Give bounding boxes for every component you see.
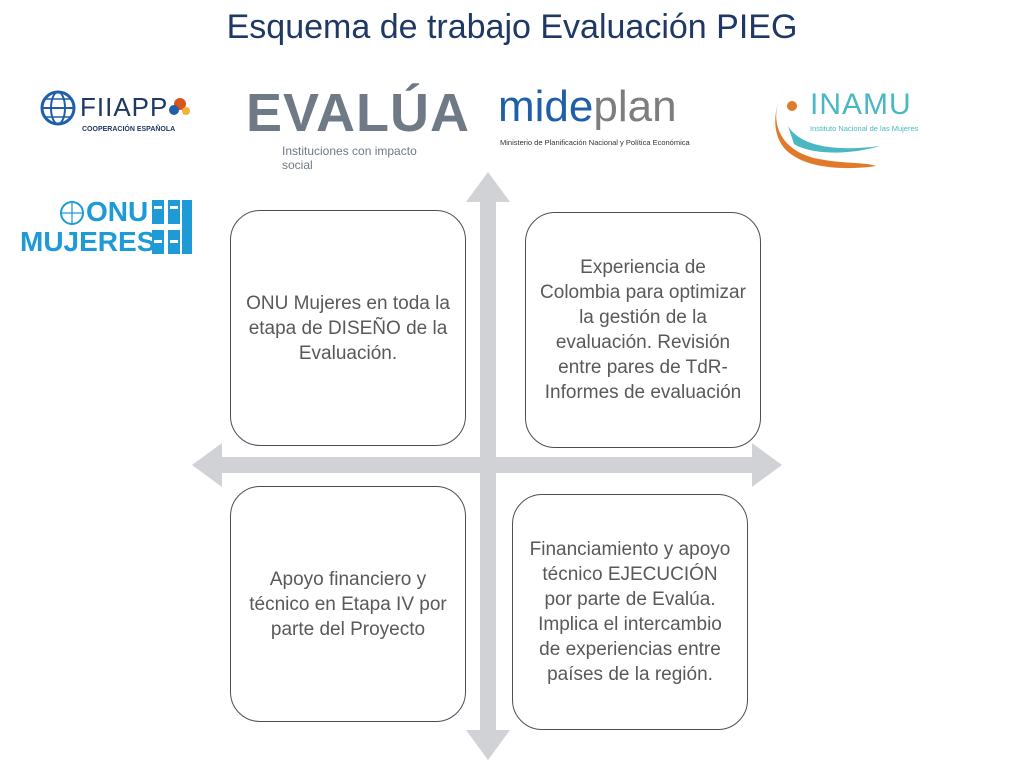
inamu-swirl-icon [775,90,880,169]
up-arrowhead [466,172,510,202]
quadrant-top-left-text: ONU Mujeres en toda la etapa de DISEÑO d… [246,292,450,364]
onu-mujeres-line1: ONU [86,196,149,227]
inamu-sub: Instituto Nacional de las Mujeres [810,124,919,133]
un-emblem-icon [60,200,192,254]
down-arrowhead [466,730,510,760]
fiiapp-name: FIIAPP [80,92,169,122]
fiiapp-logo: FIIAPP COOPERACIÓN ESPAÑOLA [40,84,200,140]
mideplan-logo: mideplan Ministerio de Planificación Nac… [498,82,708,154]
inamu-logo: INAMU Instituto Nacional de las Mujeres [770,86,930,172]
quadrant-bottom-right-text: Financiamiento y apoyo técnico EJECUCIÓN… [529,539,731,685]
quadrant-top-right: Experiencia de Colombia para optimizar l… [525,212,761,448]
quadrant-bottom-left: Apoyo financiero y técnico en Etapa IV p… [230,486,466,722]
horizontal-arrow-shaft [220,457,756,473]
quadrant-top-right-text: Experiencia de Colombia para optimizar l… [540,257,746,403]
evalua-logo: EVALÚA Instituciones con impacto social [246,83,469,172]
quadrant-top-left: ONU Mujeres en toda la etapa de DISEÑO d… [230,210,466,446]
quadrant-bottom-left-text: Apoyo financiero y técnico en Etapa IV p… [249,568,447,640]
fiiapp-sub: COOPERACIÓN ESPAÑOLA [82,126,176,133]
onu-mujeres-line2: MUJERES [20,226,156,257]
onu-mujeres-logo: ONU MUJERES [18,196,198,260]
mideplan-name-b: plan [593,82,677,131]
mideplan-name-a: mide [498,82,594,131]
mideplan-sub: Ministerio de Planificación Nacional y P… [500,138,690,147]
globe-icon [40,90,190,126]
right-arrowhead [752,443,782,487]
left-arrowhead [192,443,222,487]
evalua-sub: Instituciones con impacto social [282,144,417,172]
evalua-name: EVALÚA [246,83,471,143]
quadrant-bottom-right: Financiamiento y apoyo técnico EJECUCIÓN… [512,494,748,730]
inamu-name: INAMU [810,88,912,121]
page-title: Esquema de trabajo Evaluación PIEG [226,8,798,46]
